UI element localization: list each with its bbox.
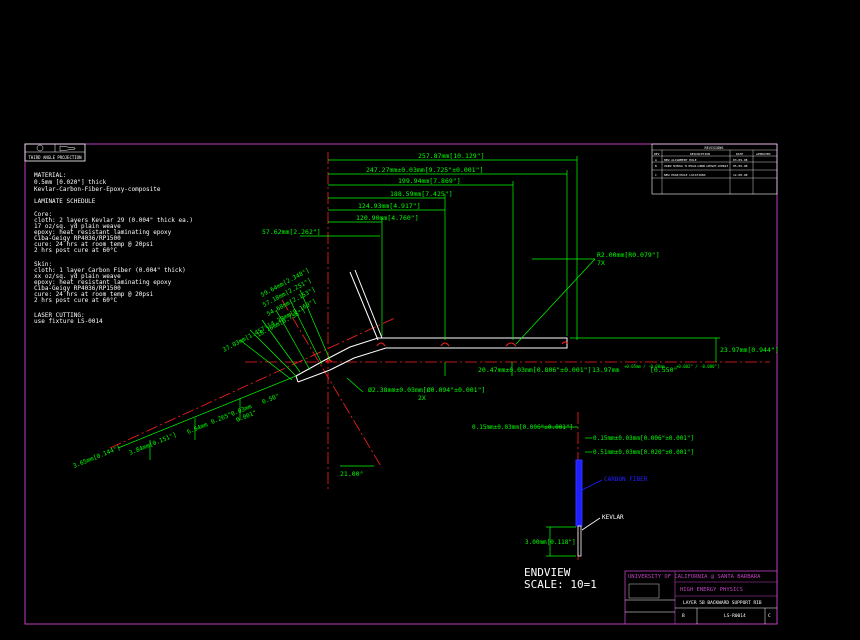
dim-low-3: 6.64mm: [186, 421, 209, 436]
revision-header: REVISIONS: [705, 146, 724, 150]
carbon-fiber-label: CARBON FIBER: [604, 476, 648, 483]
dim-height-right: 23.97mm[0.944"]: [720, 346, 779, 354]
kevlar-layer: [577, 525, 582, 557]
endview-scale: SCALE: 10=1: [524, 578, 597, 591]
dim-top-2: 247.27mm±0.03mm[9.725"±0.001"]: [366, 166, 483, 174]
corner-fillets: [325, 341, 569, 363]
skin-line: xx oz/sq. yd plain weave: [34, 273, 121, 280]
title-block: UNIVERSITY OF CALIFORNIA @ SANTA BARBARA…: [624, 570, 778, 625]
skin-line: cure: 24 hrs at room temp @ 20psi: [34, 291, 154, 298]
revision-rev: A: [655, 158, 657, 162]
dim-top-6: 120.90mm[4.760"]: [356, 214, 419, 222]
title-size: B: [682, 613, 685, 619]
core-line: 2 hrs post cure at 60°C: [34, 247, 117, 254]
title-number: LS-R0014: [724, 613, 746, 619]
projection-label: THIRD ANGLE PROJECTION: [29, 155, 83, 160]
dim-hole-count: 2X: [418, 394, 426, 402]
center-lines: [109, 152, 770, 560]
dim-slot-tol: +0.05mm / -0.00mm: [624, 364, 666, 369]
carbon-fiber-layer: [575, 459, 583, 527]
dim-top-overall: 257.87mm[10.129"]: [418, 152, 485, 160]
revision-date: 03-09-98: [733, 158, 748, 162]
projection-box: THIRD ANGLE PROJECTION: [24, 143, 86, 162]
title-drawing: LAYER 5B BACKWARD SUPPORT RIB: [683, 600, 762, 606]
kevlar-label: KEVLAR: [602, 514, 624, 521]
dim-low-2: 3.84mm[0.151"]: [128, 431, 178, 456]
laser-line: use fixture LS-0014: [34, 318, 103, 325]
skin-title: Skin:: [34, 261, 52, 268]
title-rev: C: [768, 613, 771, 619]
endview-dim-b: 0.51mm±0.03mm[0.020"±0.001"]: [593, 449, 694, 456]
core-line: Ciba-Geigy RP4036/RP1500: [34, 235, 121, 242]
dim-low-7: 0.50": [261, 393, 280, 406]
dim-low-4: 0.265": [210, 411, 233, 426]
endview-dim-a: 0.15mm±0.03mm[0.006"±0.001"]: [593, 435, 694, 442]
endview-title: ENDVIEW: [524, 566, 571, 579]
core-line: 17 oz/sq. yd plain weave: [34, 223, 121, 230]
dim-top-5: 124.93mm[4.917"]: [358, 202, 421, 210]
dim-slot-main: 13.97mm: [592, 366, 619, 374]
revision-col: REV: [654, 152, 660, 156]
revision-date: 05-06-98: [733, 164, 748, 168]
dimension-lines: [117, 156, 720, 467]
core-title: Core:: [34, 211, 52, 218]
dim-angle: 21.00°: [340, 470, 363, 478]
revision-rev: C: [655, 173, 657, 177]
skin-line: 2 hrs post cure at 60°C: [34, 297, 117, 304]
core-line: epoxy: heat resistant laminating epoxy: [34, 229, 172, 236]
title-org: UNIVERSITY OF CALIFORNIA @ SANTA BARBARA: [628, 574, 761, 580]
endview-dim-height: 3.00mm[0.118"]: [525, 539, 576, 546]
revision-desc: NEW EDGE/HOLE LOCATIONS: [664, 173, 706, 177]
dim-slot-inch: [0.550": [650, 366, 677, 374]
revision-desc: CHANGE MATERIAL TO KEVLAR-CARBON LAMINAT…: [664, 165, 729, 168]
dim-low-1: 3.65mm[0.144"]: [72, 444, 122, 469]
revision-block: REVISIONS REV DESCRIPTION DATE APPROVED …: [651, 143, 778, 195]
skin-line: cloth: 1 layer Carbon Fiber (0.004" thic…: [34, 267, 186, 274]
dim-slot-inch-tol: +0.002" / -0.000"]: [676, 364, 719, 369]
core-line: cloth: 2 layers Kevlar 29 (0.004" thick …: [34, 217, 193, 224]
dimension-texts: 257.87mm[10.129"] 247.27mm±0.03mm[9.725"…: [262, 152, 779, 478]
laminate-title: LAMINATE SCHEDULE: [34, 198, 96, 205]
revision-col: DATE: [736, 152, 743, 156]
endview-dim-top: 0.15mm±0.03mm[0.006"±0.001"]: [472, 424, 573, 431]
endview: 0.15mm±0.03mm[0.006"±0.001"] 0.15mm±0.03…: [472, 424, 694, 591]
material-notes: MATERIAL: 0.5mm [0.020"] thick Kevlar-Ca…: [34, 172, 193, 325]
dim-diag-6: 37.03mm[1.457"]: [222, 322, 273, 354]
revision-desc: NEW ALIGNMENT HOLE: [664, 158, 697, 162]
revision-col: DESCRIPTION: [690, 152, 710, 156]
dim-hole: Ø2.38mm±0.03mm[Ø0.094"±0.001"]: [368, 386, 485, 394]
core-line: cure: 24 hrs at room temp @ 20psi: [34, 241, 154, 248]
revision-rev: B: [655, 164, 657, 168]
dim-top-4: 188.59mm[7.425"]: [390, 190, 453, 198]
dim-radius-count: 7X: [597, 259, 605, 267]
sheet-border: [24, 143, 778, 625]
material-line: Kevlar-Carbon-Fiber-Epoxy-composite: [34, 186, 161, 193]
skin-line: Ciba-Geigy RP4036/RP1500: [34, 285, 121, 292]
dim-thickness-bottom: 20.47mm±0.03mm[0.806"±0.001"]: [478, 366, 592, 374]
material-line: 0.5mm [0.020"] thick: [34, 179, 107, 186]
laser-title: LASER CUTTING:: [34, 312, 85, 319]
dim-diag-5: 18.70mm[0.736"]: [256, 307, 307, 339]
skin-line: epoxy: heat resistant laminating epoxy: [34, 279, 172, 286]
dim-left-offset: 57.62mm[2.262"]: [262, 228, 321, 236]
material-title: MATERIAL:: [34, 172, 67, 179]
dim-top-3: 199.94mm[7.869"]: [398, 177, 461, 185]
revision-col: APPROVED: [756, 152, 771, 156]
title-dept: HIGH ENERGY PHYSICS: [680, 587, 743, 593]
revision-date: 12-08-98: [733, 173, 748, 177]
dim-radius: R2.00mm[R0.079"]: [597, 251, 660, 259]
